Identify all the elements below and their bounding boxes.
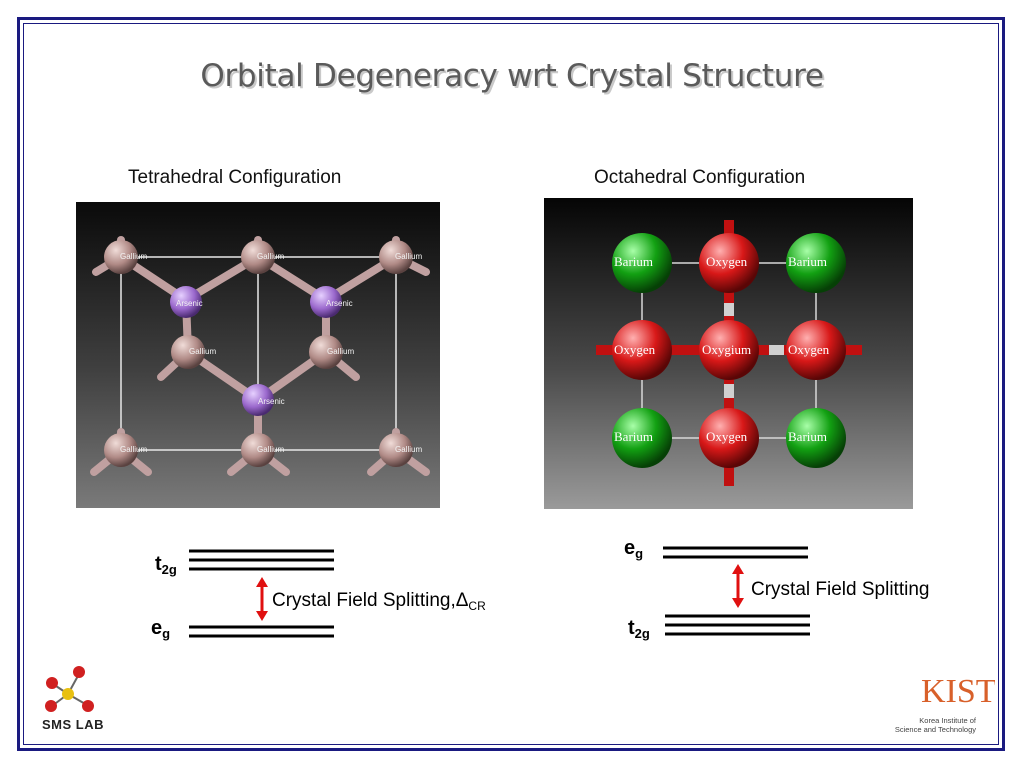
- slide-title: Orbital Degeneracy wrt Crystal Structure: [200, 58, 824, 94]
- t2g-label-right: t2g: [628, 617, 650, 641]
- slide-inner-frame: [23, 23, 999, 745]
- svg-text:Gallium: Gallium: [120, 252, 147, 261]
- sms-lab-text: SMS LAB: [42, 717, 104, 732]
- kist-institute-name: Korea Institute of Science and Technolog…: [894, 716, 976, 734]
- svg-text:Gallium: Gallium: [395, 252, 422, 261]
- svg-text:Arsenic: Arsenic: [176, 299, 203, 308]
- octahedral-structure-image: Barium Barium Barium Barium Oxygen Oxyge…: [544, 198, 913, 509]
- svg-text:Gallium: Gallium: [257, 445, 284, 454]
- svg-text:Barium: Barium: [614, 254, 653, 269]
- svg-text:Gallium: Gallium: [327, 347, 354, 356]
- kist-logo-icon: KIST: [921, 673, 995, 710]
- svg-text:Arsenic: Arsenic: [326, 299, 353, 308]
- svg-text:Oxygen: Oxygen: [706, 429, 748, 444]
- svg-text:Barium: Barium: [788, 254, 827, 269]
- eg-label-left: eg: [151, 617, 171, 641]
- svg-text:Oxygen: Oxygen: [614, 342, 656, 357]
- crystal-field-splitting-label-right: Crystal Field Splitting: [751, 579, 930, 600]
- crystal-field-splitting-label-left: Crystal Field Splitting,ΔCR: [272, 590, 486, 613]
- splitting-arrow: [732, 564, 744, 608]
- tetrahedral-caption: Tetrahedral Configuration: [128, 167, 342, 188]
- svg-text:Oxygen: Oxygen: [788, 342, 830, 357]
- svg-text:Oxygen: Oxygen: [706, 254, 748, 269]
- svg-text:Gallium: Gallium: [395, 445, 422, 454]
- svg-text:Oxygium: Oxygium: [702, 342, 751, 357]
- svg-text:Gallium: Gallium: [257, 252, 284, 261]
- octahedral-energy-levels: [663, 546, 810, 636]
- sms-lab-logo-icon: [45, 666, 94, 712]
- slide-outer-frame: [17, 17, 1005, 751]
- svg-text:Barium: Barium: [788, 429, 827, 444]
- svg-text:KIST: KIST: [921, 673, 995, 710]
- svg-text:Gallium: Gallium: [120, 445, 147, 454]
- tetrahedral-structure-image: Gallium Gallium Gallium Gallium Gallium …: [76, 202, 440, 508]
- tetrahedral-energy-levels: [189, 549, 334, 638]
- svg-text:Gallium: Gallium: [189, 347, 216, 356]
- octahedral-caption: Octahedral Configuration: [594, 167, 806, 188]
- eg-label-right: eg: [624, 537, 644, 561]
- t2g-label-left: t2g: [155, 553, 177, 577]
- svg-text:Barium: Barium: [614, 429, 653, 444]
- svg-text:Arsenic: Arsenic: [258, 397, 285, 406]
- splitting-arrow: [256, 577, 268, 621]
